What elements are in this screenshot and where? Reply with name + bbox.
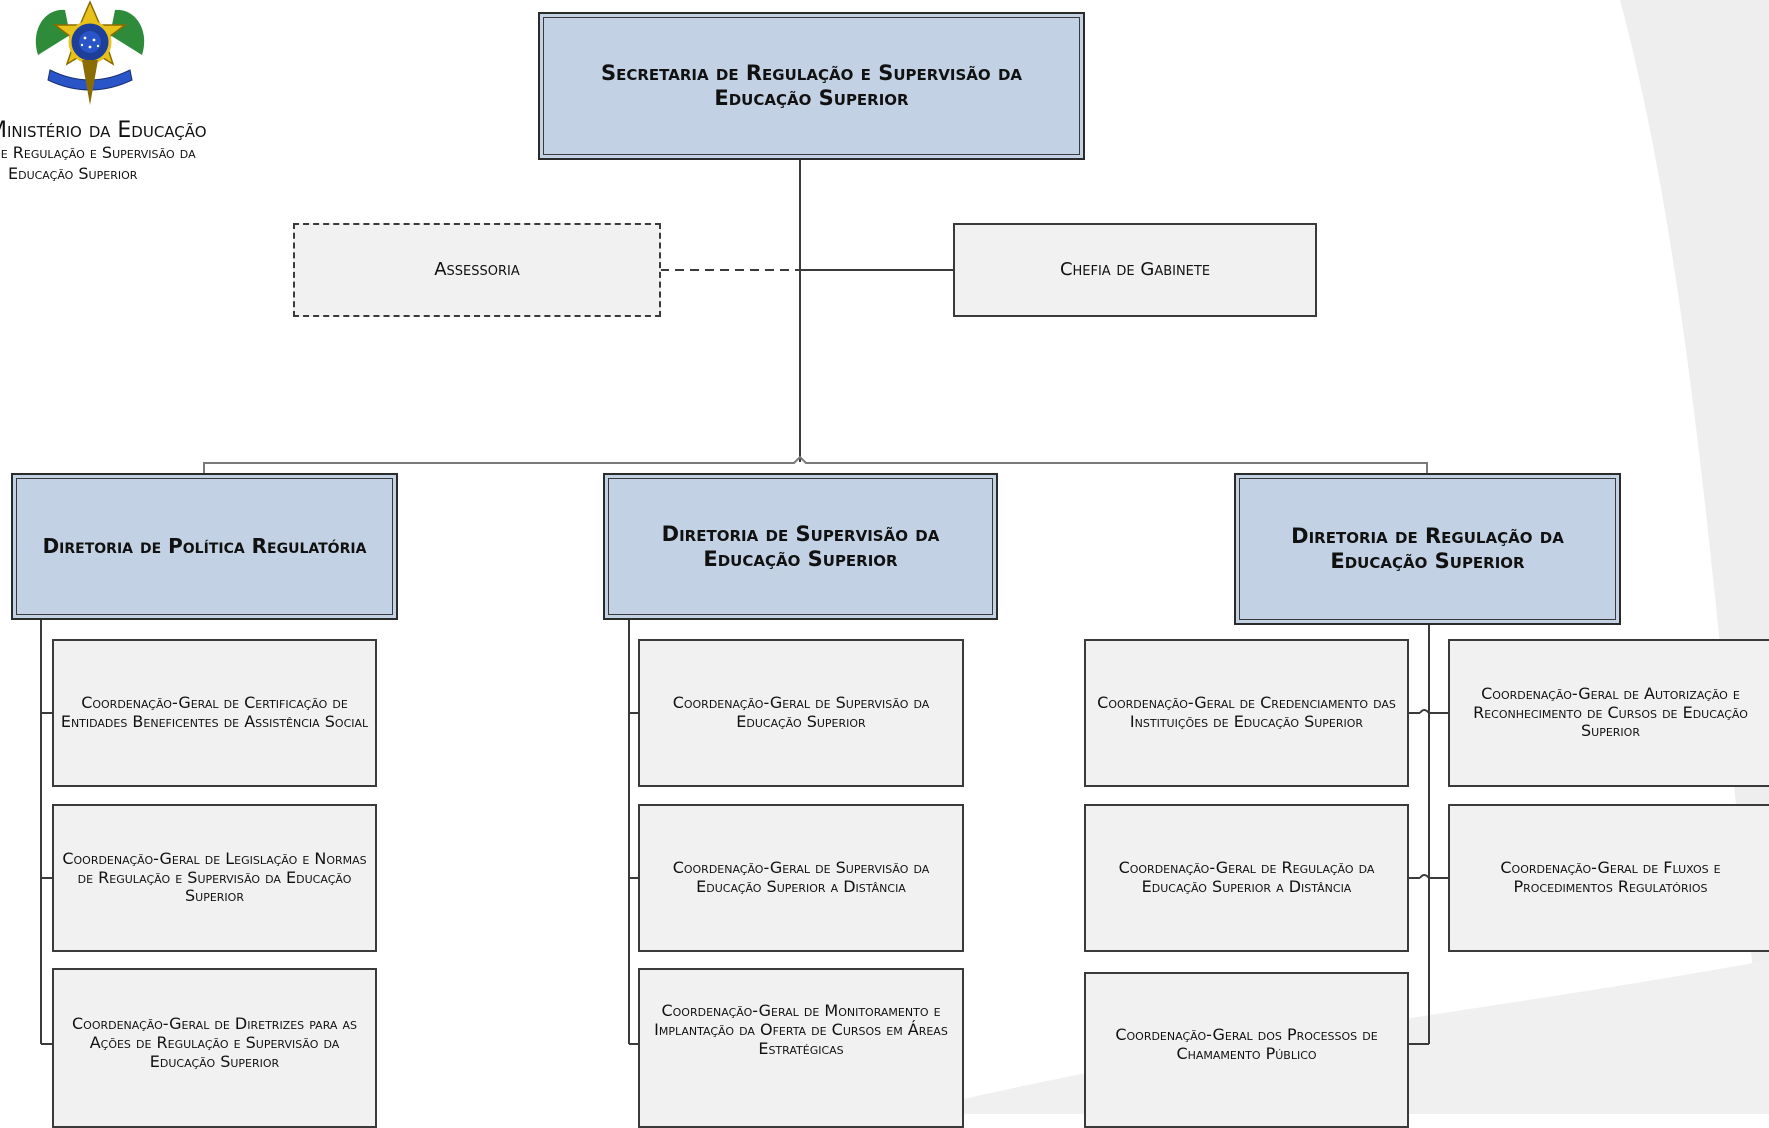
diretoria-supervisao-box: Diretoria de Supervisão da Educação Supe…: [603, 473, 998, 620]
header-secretaria-line1: Secretaria de Regulação e Supervisão da: [0, 143, 196, 162]
coord-regulacao-distancia-label: Coordenação-Geral de Regulação da Educaç…: [1118, 858, 1375, 896]
chefia-gabinete-box: Chefia de Gabinete: [953, 223, 1317, 317]
coord-supervisao-distancia-label: Coordenação-Geral de Supervisão da Educa…: [672, 858, 930, 896]
secretaria-box: Secretaria de Regulação e Supervisão da …: [538, 12, 1085, 160]
diretoria-supervisao-label: Diretoria de Supervisão da Educação Supe…: [661, 521, 940, 571]
coord-autorizacao-label: Coordenação-Geral de Autorização e Recon…: [1473, 683, 1748, 741]
diretoria-politica-regulatoria-box: Diretoria de Política Regulatória: [11, 473, 398, 620]
coord-credenciamento-box: Coordenação-Geral de Credenciamento das …: [1084, 639, 1409, 787]
diretoria-politica-regulatoria-label: Diretoria de Política Regulatória: [42, 533, 367, 558]
coord-chamamento-publico-label: Coordenação-Geral dos Processos de Chama…: [1115, 1025, 1378, 1063]
assessoria-label: Assessoria: [434, 259, 520, 281]
coord-regulacao-distancia-box: Coordenação-Geral de Regulação da Educaç…: [1084, 804, 1409, 952]
diretoria-regulacao-box: Diretoria de Regulação da Educação Super…: [1234, 473, 1621, 625]
coord-fluxos-label: Coordenação-Geral de Fluxos e Procedimen…: [1500, 858, 1721, 896]
coord-monitoramento-label: Coordenação-Geral de Monitoramento e Imp…: [654, 1001, 948, 1058]
coord-fluxos-box: Coordenação-Geral de Fluxos e Procedimen…: [1448, 804, 1769, 952]
coord-monitoramento-box: Coordenação-Geral de Monitoramento e Imp…: [638, 968, 964, 1128]
coord-supervisao-label: Coordenação-Geral de Supervisão da Educa…: [672, 693, 930, 731]
header-secretaria-line2: Educação Superior: [8, 164, 138, 183]
secretaria-label: Secretaria de Regulação e Supervisão da …: [600, 61, 1023, 110]
coord-credenciamento-label: Coordenação-Geral de Credenciamento das …: [1097, 693, 1396, 731]
coord-supervisao-distancia-box: Coordenação-Geral de Supervisão da Educa…: [638, 804, 964, 952]
assessoria-box: Assessoria: [293, 223, 661, 317]
coord-supervisao-box: Coordenação-Geral de Supervisão da Educa…: [638, 639, 964, 787]
coord-certificacao-label: Coordenação-Geral de Certificação de Ent…: [60, 693, 369, 731]
coord-legislacao-box: Coordenação-Geral de Legislação e Normas…: [52, 804, 377, 952]
diretoria-regulacao-label: Diretoria de Regulação da Educação Super…: [1291, 524, 1564, 573]
coord-legislacao-label: Coordenação-Geral de Legislação e Normas…: [62, 848, 367, 906]
chefia-gabinete-label: Chefia de Gabinete: [1059, 259, 1211, 281]
coord-diretrizes-label: Coordenação-Geral de Diretrizes para as …: [71, 1014, 358, 1071]
header-ministry: Ministério da Educação: [0, 118, 207, 143]
coord-autorizacao-box: Coordenação-Geral de Autorização e Recon…: [1448, 639, 1769, 787]
coat-of-arms-logo: [35, 0, 145, 105]
coord-diretrizes-box: Coordenação-Geral de Diretrizes para as …: [52, 968, 377, 1128]
coord-chamamento-publico-box: Coordenação-Geral dos Processos de Chama…: [1084, 972, 1409, 1128]
coord-certificacao-box: Coordenação-Geral de Certificação de Ent…: [52, 639, 377, 787]
